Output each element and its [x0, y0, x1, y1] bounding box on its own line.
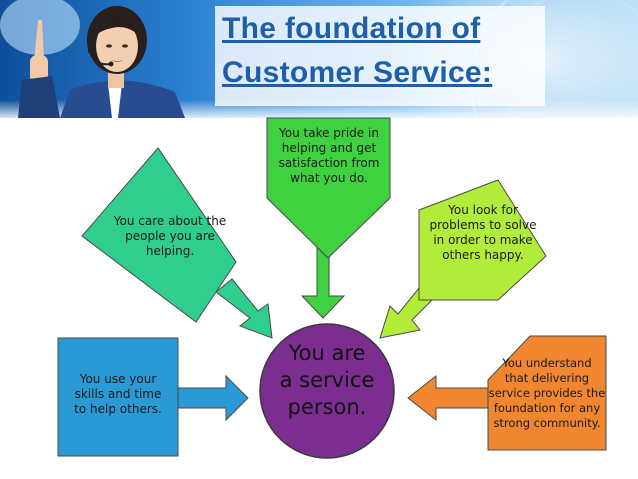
node-upper-right-line: others happy. [442, 248, 524, 262]
node-right [487, 335, 607, 451]
center-line: a service [279, 368, 375, 392]
arrow-upper-left [215, 278, 273, 339]
arrow-right [407, 374, 489, 422]
node-top-line: what you do. [290, 171, 368, 185]
node-top [266, 117, 391, 259]
node-upper-right-line: You look for [448, 203, 518, 217]
node-right-line: strong community. [493, 416, 601, 430]
node-upper-left-line: You care about the [113, 214, 227, 228]
node-upper-left-line: people you are [125, 229, 215, 243]
node-left-text: You use your skills and time to help oth… [58, 372, 178, 417]
node-upper-left [81, 147, 237, 323]
arrow-top [300, 245, 346, 319]
node-upper-left-text: You care about the people you are helpin… [108, 214, 232, 259]
node-top-text: You take pride in helping and get satisf… [268, 126, 390, 186]
node-right-line: service provides the [488, 386, 606, 400]
node-left-line: skills and time [74, 387, 162, 401]
node-top-line: You take pride in [279, 126, 379, 140]
node-upper-left-line: helping. [145, 244, 195, 258]
center-line: person. [287, 395, 367, 419]
center-text: You are a service person. [262, 340, 392, 421]
center-circle [259, 323, 395, 459]
node-left-line: You use your [79, 372, 157, 386]
page-title-line-1: The foundation of [222, 12, 481, 45]
title-backdrop [215, 6, 545, 106]
node-upper-right [418, 179, 547, 301]
node-upper-right-line: problems to solve [429, 218, 537, 232]
node-upper-right-line: in order to make [433, 233, 533, 247]
node-right-line: that delivering [504, 371, 590, 385]
node-left [57, 337, 179, 457]
center-line: You are [288, 341, 366, 365]
arrow-left [177, 374, 249, 422]
customer-service-agent-image [0, 0, 185, 118]
page-title-line-2: Customer Service: [222, 56, 493, 89]
node-right-line: foundation for any [493, 401, 601, 415]
node-upper-right-text: You look for problems to solve in order … [424, 203, 542, 263]
node-left-line: to help others. [74, 402, 162, 416]
node-right-line: You understand [502, 356, 592, 370]
node-top-line: satisfaction from [278, 156, 380, 170]
node-top-line: helping and get [281, 141, 377, 155]
node-right-text: You understand that delivering service p… [486, 356, 608, 431]
